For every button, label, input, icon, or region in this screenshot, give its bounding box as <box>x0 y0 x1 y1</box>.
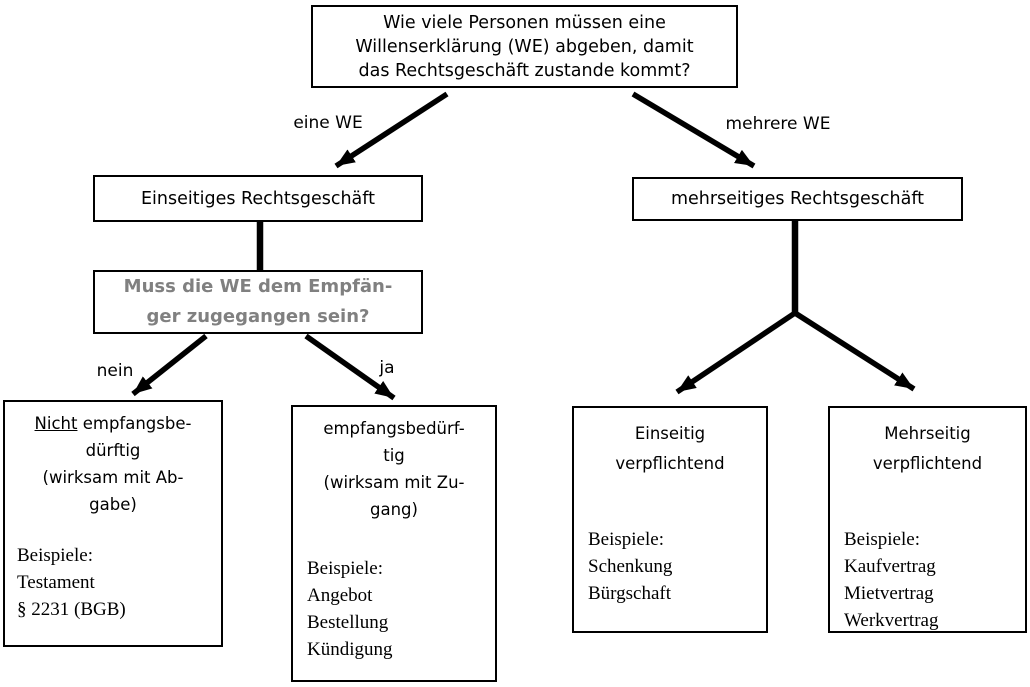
examples-label: Beispiele: <box>844 529 920 550</box>
title-line2: dürftig <box>85 441 141 460</box>
einseitig-verpflichtend-title: Einseitig verpflichtend <box>574 408 766 479</box>
examples-label: Beispiele: <box>17 545 93 566</box>
examples-label: Beispiele: <box>307 558 383 579</box>
box-receipt-question: Muss die WE dem Empfän- ger zugegangen s… <box>93 270 423 334</box>
edge-label-ja: ja <box>379 358 395 378</box>
receipt-question-line2: ger zugegangen sein? <box>146 306 370 327</box>
title-line3: (wirksam mit Ab- <box>42 468 184 487</box>
example-item: § 2231 (BGB) <box>17 599 126 620</box>
empfangsbeduerftig-title: empfangsbedürf- tig (wirksam mit Zu- gan… <box>293 407 495 523</box>
example-item: Mietvertrag <box>844 583 934 604</box>
nicht-empfangsbeduerftig-title: Nicht empfangsbe- dürftig (wirksam mit A… <box>5 402 221 518</box>
empfangsbeduerftig-examples: Beispiele: Angebot Bestellung Kündigung <box>307 555 489 663</box>
box-einseitig-verpflichtend: Einseitig verpflichtend Beispiele: Schen… <box>572 406 768 633</box>
box-einseitiges-rechtsgeschaeft: Einseitiges Rechtsgeschäft <box>93 175 423 222</box>
nicht-empfangsbeduerftig-examples: Beispiele: Testament § 2231 (BGB) <box>17 542 215 623</box>
einseitiges-label: Einseitiges Rechtsgeschäft <box>140 188 375 209</box>
examples-label: Beispiele: <box>588 529 664 550</box>
title-line1: Mehrseitig <box>884 424 971 443</box>
underlined-nicht: Nicht <box>34 414 78 433</box>
title-line2: verpflichtend <box>872 454 983 473</box>
mehrseitig-verpflichtend-title: Mehrseitig verpflichtend <box>830 408 1025 479</box>
root-question-line2: Willenserklärung (WE) abgeben, damit <box>355 36 694 57</box>
edge-label-nein: nein <box>96 361 134 381</box>
root-question-line1: Wie viele Personen müssen eine <box>383 12 666 33</box>
title-line3: (wirksam mit Zu- <box>323 473 465 492</box>
example-item: Werkvertrag <box>844 610 939 631</box>
root-question-line3: das Rechtsgeschäft zustande kommt? <box>358 60 691 81</box>
arrow-question-ja <box>304 333 396 401</box>
box-mehrseitiges-rechtsgeschaeft: mehrseitiges Rechtsgeschäft <box>632 177 963 221</box>
arrow-stem-to-einseitig-verpflichtend <box>675 310 797 395</box>
example-item: Kaufvertrag <box>844 556 936 577</box>
arrow-root-to-einseitig <box>334 91 449 169</box>
edge-label-eine-we: eine WE <box>293 113 363 133</box>
title-line2: tig <box>383 446 405 465</box>
arrow-root-to-mehrseitig <box>631 91 756 169</box>
receipt-question-line1: Muss die WE dem Empfän- <box>123 276 393 297</box>
example-item: Angebot <box>307 585 373 606</box>
arrow-question-nein <box>131 333 208 397</box>
title-line1: Nicht empfangsbe- <box>5 410 221 437</box>
title-line1: Einseitig <box>634 424 706 443</box>
example-item: Bestellung <box>307 612 389 633</box>
example-item: Schenkung <box>588 556 673 577</box>
title-line4: gang) <box>370 500 418 519</box>
mehrseitig-verpflichtend-examples: Beispiele: Kaufvertrag Mietvertrag Werkv… <box>844 526 1019 634</box>
box-mehrseitig-verpflichtend: Mehrseitig verpflichtend Beispiele: Kauf… <box>828 406 1027 633</box>
example-item: Bürgschaft <box>588 583 672 604</box>
einseitig-verpflichtend-examples: Beispiele: Schenkung Bürgschaft <box>588 526 760 607</box>
root-question-box: Wie viele Personen müssen eine Willenser… <box>311 5 738 88</box>
box-nicht-empfangsbeduerftig: Nicht empfangsbe- dürftig (wirksam mit A… <box>3 400 223 647</box>
title-line1-rest: empfangsbe- <box>77 414 192 433</box>
title-line4: gabe) <box>89 495 137 514</box>
mehrseitiges-label: mehrseitiges Rechtsgeschäft <box>670 189 925 209</box>
arrow-stem-to-mehrseitig-verpflichtend <box>793 310 916 392</box>
edge-label-mehrere-we: mehrere WE <box>725 114 831 134</box>
title-line2: verpflichtend <box>615 454 725 473</box>
box-empfangsbeduerftig: empfangsbedürf- tig (wirksam mit Zu- gan… <box>291 405 497 682</box>
example-item: Testament <box>17 572 95 593</box>
example-item: Kündigung <box>307 639 393 660</box>
title-line1: empfangsbedürf- <box>323 419 465 438</box>
